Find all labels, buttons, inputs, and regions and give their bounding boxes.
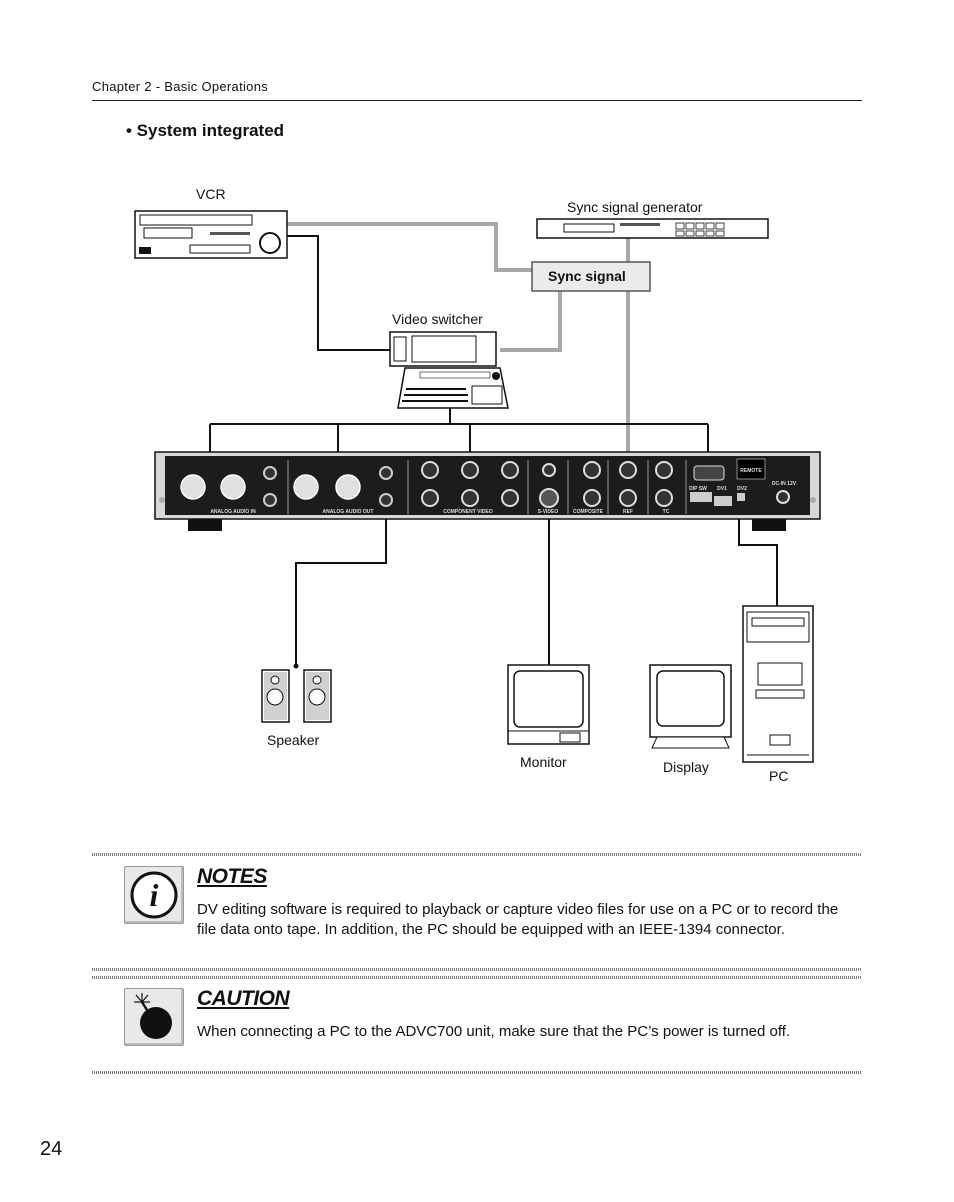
panel-label-dv2: DV2 [737, 486, 747, 492]
monitor-device [507, 664, 590, 745]
video-switcher-device [389, 331, 509, 409]
s-video-connector [539, 488, 559, 508]
vcr-label: VCR [196, 186, 226, 202]
xlr-connectors [180, 474, 361, 500]
display-device [649, 664, 732, 749]
sync-generator-device [536, 218, 769, 239]
panel-label-analog-audio-out: ANALOG AUDIO OUT [323, 509, 374, 515]
dsub-connector [693, 465, 725, 481]
vcr-device [134, 210, 288, 259]
svg-text:i: i [150, 877, 159, 913]
panel-label-dc-in: DC-IN 12V [772, 481, 797, 487]
panel-label-ref: REF [623, 509, 633, 515]
panel-label-composite: COMPOSITE [573, 509, 604, 515]
notes-bottom-rule [92, 968, 862, 971]
connection-diagram: ANALOG AUDIO IN ANALOG AUDIO OUT COMPONE… [134, 210, 821, 763]
speaker-label: Speaker [267, 732, 320, 748]
pc-device [742, 605, 814, 763]
sync-signal-box [531, 261, 651, 292]
notes-top-rule [92, 853, 862, 856]
panel-label-dv1: DV1 [717, 486, 727, 492]
display-label: Display [663, 759, 709, 775]
advc700-rear-panel: ANALOG AUDIO IN ANALOG AUDIO OUT COMPONE… [154, 451, 821, 531]
pc-label: PC [769, 768, 789, 784]
panel-label-analog-audio-in: ANALOG AUDIO IN [210, 509, 256, 515]
caution-title: CAUTION [197, 987, 290, 1010]
rca-connectors [263, 466, 393, 507]
page-number: 24 [40, 1138, 63, 1160]
panel-label-dip-sw: DIP SW [689, 486, 707, 492]
panel-label-component-video: COMPONENT VIDEO [443, 509, 493, 515]
panel-label-tc: TC [663, 509, 670, 515]
monitor-label: Monitor [520, 754, 567, 770]
speaker-device [261, 663, 332, 723]
notes-title: NOTES [197, 865, 267, 888]
header-rule [92, 100, 862, 101]
sync-generator-label: Sync signal generator [567, 199, 703, 215]
notes-text: DV editing software is required to playb… [197, 901, 839, 938]
chapter-header: Chapter 2 - Basic Operations [92, 79, 269, 94]
panel-dividers [287, 460, 687, 514]
sync-signal-label: Sync signal [548, 268, 626, 284]
sync-lines [287, 222, 630, 452]
caution-text: When connecting a PC to the ADVC700 unit… [197, 1023, 791, 1040]
bnc-connectors [421, 461, 673, 507]
video-switcher-label: Video switcher [392, 311, 483, 327]
bomb-icon [124, 988, 184, 1046]
caution-bottom-rule [92, 1071, 862, 1074]
panel-label-s-video: S-VIDEO [538, 509, 559, 515]
signal-lines [209, 235, 778, 666]
panel-label-remote: REMOTE [740, 468, 762, 474]
info-icon: i [124, 866, 184, 924]
section-title: • System integrated [126, 121, 285, 140]
caution-top-rule [92, 976, 862, 979]
